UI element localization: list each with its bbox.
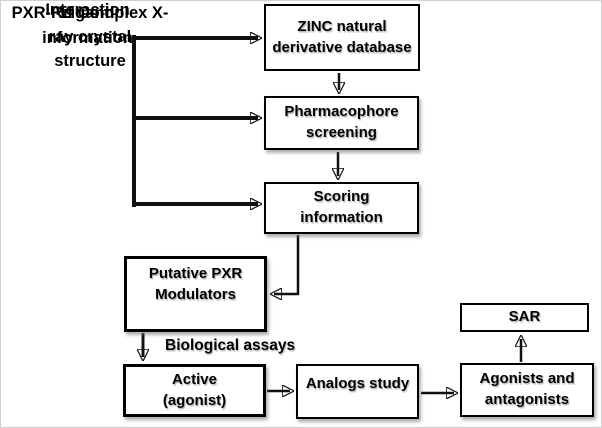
arrow-scoring-to-putative: [274, 235, 300, 294]
node-scoring-information: Scoring information: [264, 182, 419, 234]
node-label: Agonists and antagonists: [479, 370, 575, 408]
node-active-agonist: Active (agonist): [123, 364, 266, 417]
node-analogs-study: Analogs study: [296, 364, 419, 419]
node-zinc-database: ZINC natural derivative database: [264, 4, 420, 71]
label-biological-assays: Biological assays: [165, 337, 296, 354]
node-label: Scoring information: [300, 188, 383, 226]
node-sar: SAR: [460, 303, 589, 332]
node-label: ZINC natural derivative database: [272, 17, 412, 56]
node-label: Pharmacophore screening: [284, 103, 399, 141]
node-pharmacophore-screening: Pharmacophore screening: [264, 96, 419, 150]
node-agonists-antagonists: Agonists and antagonists: [460, 363, 594, 417]
node-label: Active (agonist): [162, 370, 227, 409]
node-label: Analogs study: [305, 375, 410, 393]
label-ligand-information: Ligand information: [42, 4, 133, 47]
node-label: Putative PXR Modulators: [148, 265, 243, 303]
node-putative-pxr-modulators: Putative PXR Modulators: [124, 256, 267, 332]
label-interaction: Interaction: [45, 1, 130, 19]
node-label: SAR: [508, 308, 541, 326]
label-crystal-structure: PXR-Rif Complex X- ray crystal structure: [11, 4, 169, 70]
